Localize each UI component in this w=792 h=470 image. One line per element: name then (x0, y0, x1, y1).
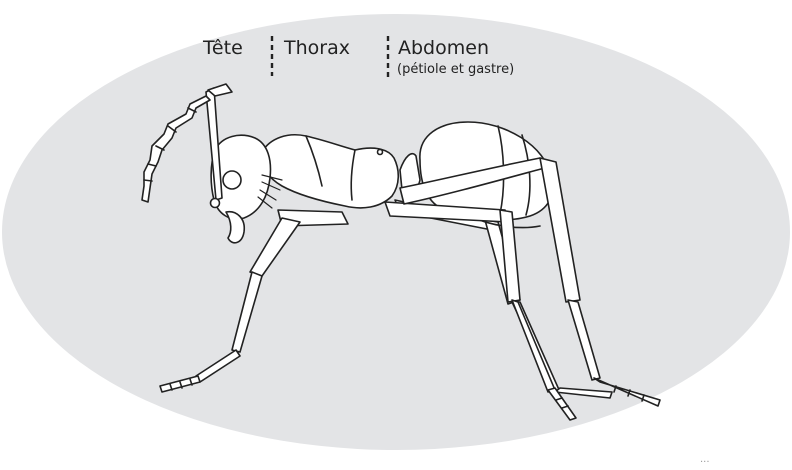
label-abdomen-detail: (pétiole et gastre) (397, 62, 514, 77)
background-oval (2, 14, 790, 450)
image-credit: ... (700, 454, 710, 465)
label-abdomen: Abdomen (398, 37, 489, 59)
label-head: Tête (203, 37, 243, 59)
ant-eye (223, 171, 241, 189)
label-thorax: Thorax (284, 37, 350, 59)
